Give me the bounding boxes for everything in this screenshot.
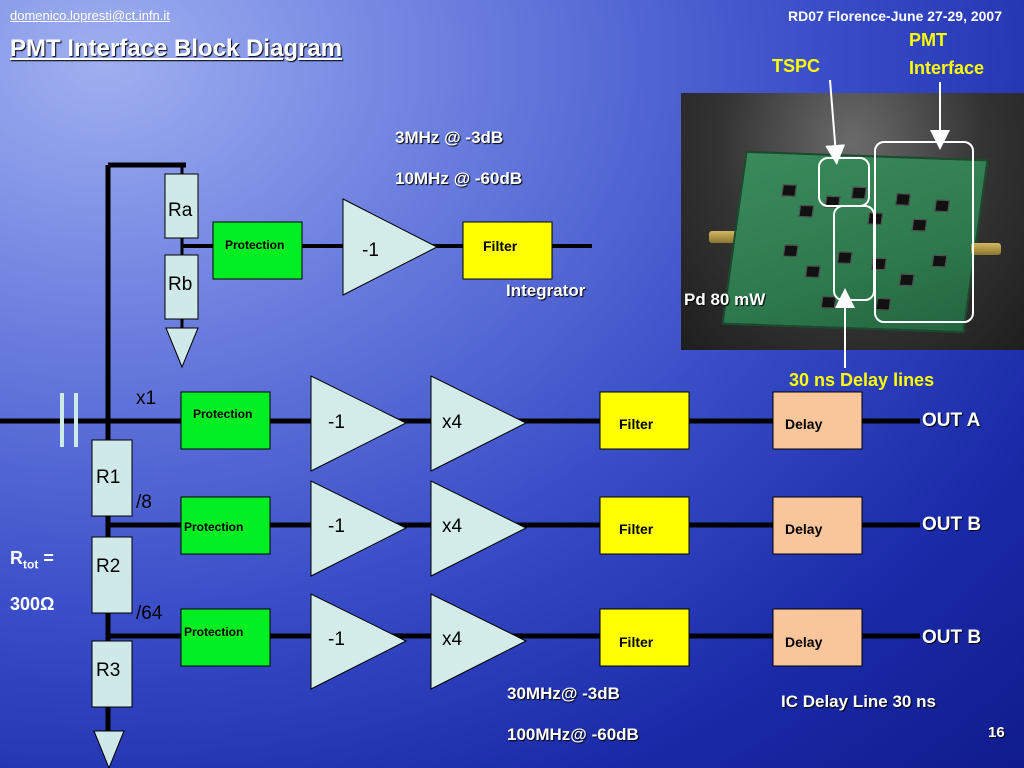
- channel-b-protection-block: [180, 496, 271, 555]
- tspc-arrow: [825, 79, 846, 165]
- integrator-filter-block: [462, 221, 553, 280]
- integrator-protection-label: Protection: [225, 238, 285, 252]
- output-spec-3db: 30MHz@ -3dB: [507, 684, 620, 703]
- channel-b-filter-label: Filter: [619, 521, 654, 537]
- out-b-label: OUT B: [922, 514, 982, 535]
- rtot-value: 300Ω: [10, 594, 55, 614]
- resistor-r3: [91, 640, 133, 708]
- channel-a-ratio: x1: [136, 388, 157, 409]
- channel-a-gain-label: x4: [442, 412, 463, 433]
- conference-label: RD07 Florence-June 27-29, 2007: [788, 8, 1002, 24]
- resistor-r3-label: R3: [96, 660, 121, 681]
- resistor-ra: [164, 173, 199, 239]
- channel-b-gain-label: x4: [442, 516, 463, 537]
- ground-icon-bottom: [93, 730, 125, 768]
- output-spec-60db: 100MHz@ -60dB: [507, 725, 639, 744]
- resistor-r1: [91, 439, 133, 517]
- out-a-label: OUT A: [922, 410, 981, 431]
- integrator-inverter-label: -1: [362, 240, 379, 261]
- channel-a-protection-label: Protection: [193, 407, 253, 421]
- channel-a-inverter-triangle: [310, 375, 408, 472]
- integrator-filter-label: Filter: [483, 238, 518, 254]
- sma-connector-right: [971, 243, 1001, 255]
- channel-b-delay-label: Delay: [785, 521, 823, 537]
- integrator-inverter-triangle: [342, 198, 439, 296]
- channel-c-inverter-label: -1: [328, 629, 345, 650]
- channel-a-inverter-label: -1: [328, 412, 345, 433]
- resistor-r2-label: R2: [96, 556, 121, 577]
- channel-c-delay-block: [772, 608, 863, 667]
- resistor-rb-label: Rb: [168, 274, 193, 295]
- channel-b-protection-label: Protection: [184, 520, 244, 534]
- ic-delay-label: IC Delay Line 30 ns: [781, 692, 936, 711]
- author-email[interactable]: domenico.lopresti@ct.infn.it: [10, 8, 170, 23]
- channel-a-protection-block: [180, 391, 271, 450]
- channel-c-filter-label: Filter: [619, 634, 654, 650]
- channel-a-delay-label: Delay: [785, 416, 823, 432]
- resistor-rb: [164, 254, 199, 320]
- page-number: 16: [988, 724, 1005, 741]
- channel-c-delay-label: Delay: [785, 634, 823, 650]
- channel-b-ratio: /8: [136, 492, 152, 513]
- sma-connector-left: [709, 231, 739, 243]
- channel-c-gain-triangle: [430, 593, 528, 690]
- out-c-label: OUT B: [922, 627, 982, 648]
- resistor-r2: [91, 536, 133, 614]
- integrator-spec-3db: 3MHz @ -3dB: [395, 128, 504, 147]
- power-label: Pd 80 mW: [684, 290, 766, 309]
- channel-c-gain-label: x4: [442, 629, 463, 650]
- channel-c-inverter-triangle: [310, 593, 408, 690]
- integrator-spec-60db: 10MHz @ -60dB: [395, 169, 523, 188]
- channel-b-filter-block: [599, 496, 690, 555]
- resistor-ra-label: Ra: [168, 200, 193, 221]
- resistor-r1-label: R1: [96, 467, 121, 488]
- channel-b-gain-triangle: [430, 480, 528, 577]
- pmt-interface-label-line1: PMT: [909, 30, 947, 50]
- pmt-interface-highlight: [874, 141, 974, 323]
- pmt-interface-label-line2: Interface: [909, 58, 985, 78]
- channel-a-gain-triangle: [430, 375, 528, 472]
- tspc-label: TSPC: [772, 56, 821, 76]
- channel-a-filter-label: Filter: [619, 416, 654, 432]
- channel-b-inverter-triangle: [310, 480, 408, 577]
- integrator-label: Integrator: [506, 281, 586, 300]
- delay-lines-label: 30 ns Delay lines: [789, 370, 935, 390]
- channel-c-protection-label: Protection: [184, 625, 244, 639]
- slide-title: PMT Interface Block Diagram: [10, 35, 343, 62]
- channel-a-delay-block: [772, 391, 863, 450]
- channel-c-protection-block: [180, 608, 271, 667]
- rtot-label: Rtot =: [10, 548, 54, 572]
- channel-b-delay-block: [772, 496, 863, 555]
- ground-icon: [165, 327, 199, 369]
- channel-b-inverter-label: -1: [328, 516, 345, 537]
- integrator-protection-block: [212, 221, 303, 280]
- channel-c-ratio: /64: [136, 603, 163, 624]
- channel-a-filter-block: [599, 391, 690, 450]
- channel-c-filter-block: [599, 608, 690, 667]
